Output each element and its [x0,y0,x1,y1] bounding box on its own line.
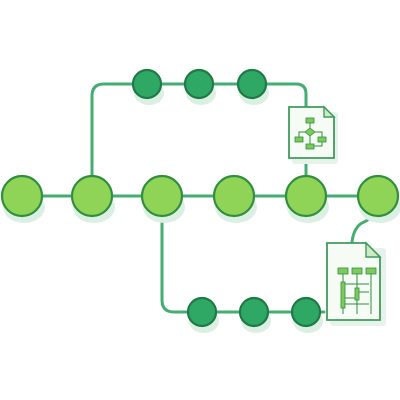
commit-node-main-2[interactable] [70,174,114,218]
commit-node-upper-1[interactable] [131,68,163,100]
commit-node-main-4[interactable] [212,174,256,218]
main-line-nodes [0,174,400,223]
sequence-diagram-document-icon[interactable] [326,241,386,326]
commit-node-main-1[interactable] [0,174,44,218]
commit-node-lower-1[interactable] [186,296,218,328]
commit-node-lower-2[interactable] [238,296,270,328]
commit-node-upper-3[interactable] [236,68,268,100]
upper-branch-nodes [131,68,269,105]
lower-branch-track [160,194,326,314]
commit-node-main-3[interactable] [140,174,184,218]
commit-node-main-6[interactable] [356,174,400,218]
lower-branch-nodes [186,296,323,333]
commit-node-upper-2[interactable] [183,68,215,100]
flowchart-document-icon[interactable] [288,105,338,164]
commit-node-lower-3[interactable] [290,296,322,328]
commit-node-main-5[interactable] [284,174,328,218]
